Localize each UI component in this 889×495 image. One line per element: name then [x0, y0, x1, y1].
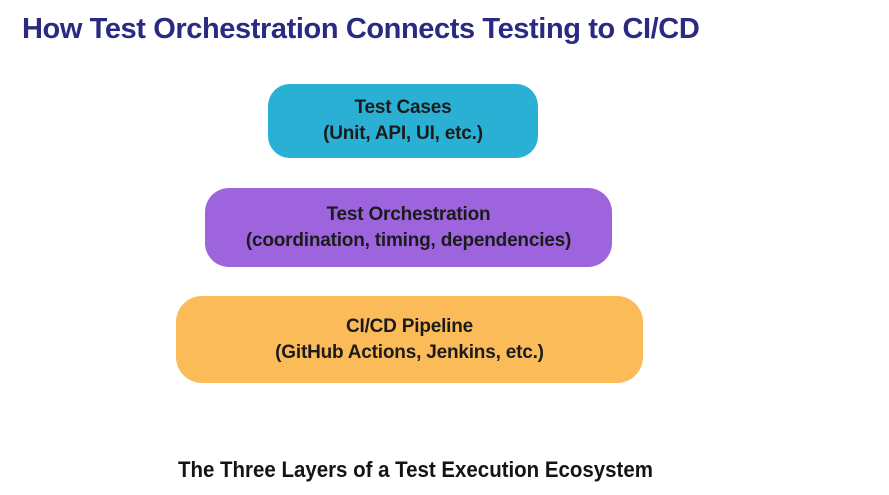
- layer-title: Test Cases: [354, 97, 452, 118]
- layer-title: CI/CD Pipeline: [345, 315, 474, 337]
- layer-subtitle: (GitHub Actions, Jenkins, etc.): [275, 341, 544, 363]
- layer-box-test-orchestration: Test Orchestration (coordination, timing…: [205, 188, 612, 267]
- layer-box-cicd-pipeline: CI/CD Pipeline (GitHub Actions, Jenkins,…: [176, 296, 643, 383]
- layer-subtitle: (coordination, timing, dependencies): [245, 229, 572, 251]
- page-title: How Test Orchestration Connects Testing …: [22, 13, 700, 45]
- diagram-caption: The Three Layers of a Test Execution Eco…: [177, 457, 653, 482]
- layer-subtitle: (Unit, API, UI, etc.): [323, 123, 483, 144]
- layer-title: Test Orchestration: [326, 203, 491, 225]
- layer-box-test-cases: Test Cases (Unit, API, UI, etc.): [268, 84, 538, 158]
